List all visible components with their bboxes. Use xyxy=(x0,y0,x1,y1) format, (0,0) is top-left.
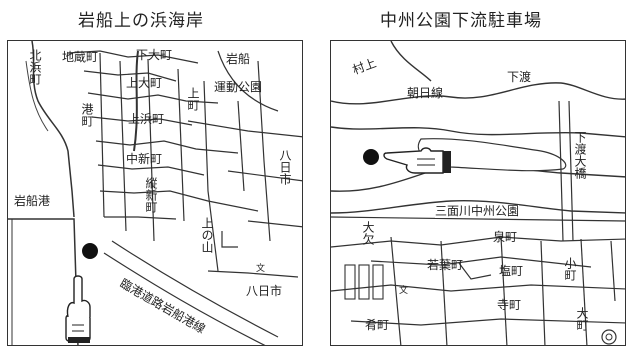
label-shiomachi: 塩町 xyxy=(499,264,524,278)
label-omachi: 大町 xyxy=(575,307,589,331)
school-symbol-icon: 文 xyxy=(256,264,266,274)
map-panel-nakasu: 村上 朝日線 下渡 下渡大橋 三面川中州公園 大欠 泉町 若葉町 塩町 小町 文… xyxy=(330,40,626,346)
pointing-hand-icon xyxy=(383,147,451,174)
label-nakashinmachi: 中新町 xyxy=(126,152,163,166)
label-wakabacho: 若葉町 xyxy=(427,258,464,272)
label-nakasu-park: 三面川中州公園 xyxy=(435,204,520,218)
label-minatomachi: 港町 xyxy=(80,103,94,127)
location-marker xyxy=(363,149,379,165)
pointing-hand-icon xyxy=(65,275,91,343)
label-teramachi: 寺町 xyxy=(497,298,522,312)
label-undo-koen: 運動公園 xyxy=(214,80,263,94)
label-kamimachi: 上町 xyxy=(186,87,200,111)
label-shimoomachi: 下大町 xyxy=(136,48,173,62)
label-kaminoyama: 上の山 xyxy=(200,217,214,253)
label-kimachi: 肴町 xyxy=(365,318,390,332)
label-jizomachi: 地蔵町 xyxy=(62,50,99,64)
street-map-iwafune xyxy=(8,41,302,345)
label-shimowatari-bridge: 下渡大橋 xyxy=(573,131,587,179)
label-komachi: 小町 xyxy=(563,257,577,281)
label-tateshinmachi: 縦新町 xyxy=(144,177,158,213)
map-panel-iwafune: 北浜町 地蔵町 下大町 岩船 運動公園 上大町 上町 港町 上浜町 中新町 縦新… xyxy=(7,40,303,346)
school-symbol-icon: 文 xyxy=(399,286,409,296)
label-kitahamamachi: 北浜町 xyxy=(28,49,42,85)
label-iwafuneko: 岩船港 xyxy=(14,194,51,208)
label-kamiomachi: 上大町 xyxy=(126,76,163,90)
label-oki: 大欠 xyxy=(361,221,375,245)
label-shimowatari: 下渡 xyxy=(507,70,532,84)
label-yokaichi-1: 八日市 xyxy=(278,149,292,185)
location-marker xyxy=(82,243,98,259)
street-map-nakasu xyxy=(331,41,625,345)
label-yokaichi-2: 八日市 xyxy=(246,284,283,298)
label-kamihamamachi: 上浜町 xyxy=(128,112,165,126)
label-asahi-line: 朝日線 xyxy=(407,86,444,100)
map-title-iwafune: 岩船上の浜海岸 xyxy=(78,11,204,31)
label-izumimachi: 泉町 xyxy=(493,230,518,244)
label-iwafune: 岩船 xyxy=(226,52,251,66)
map-title-nakasu: 中州公園下流駐車場 xyxy=(380,11,542,31)
